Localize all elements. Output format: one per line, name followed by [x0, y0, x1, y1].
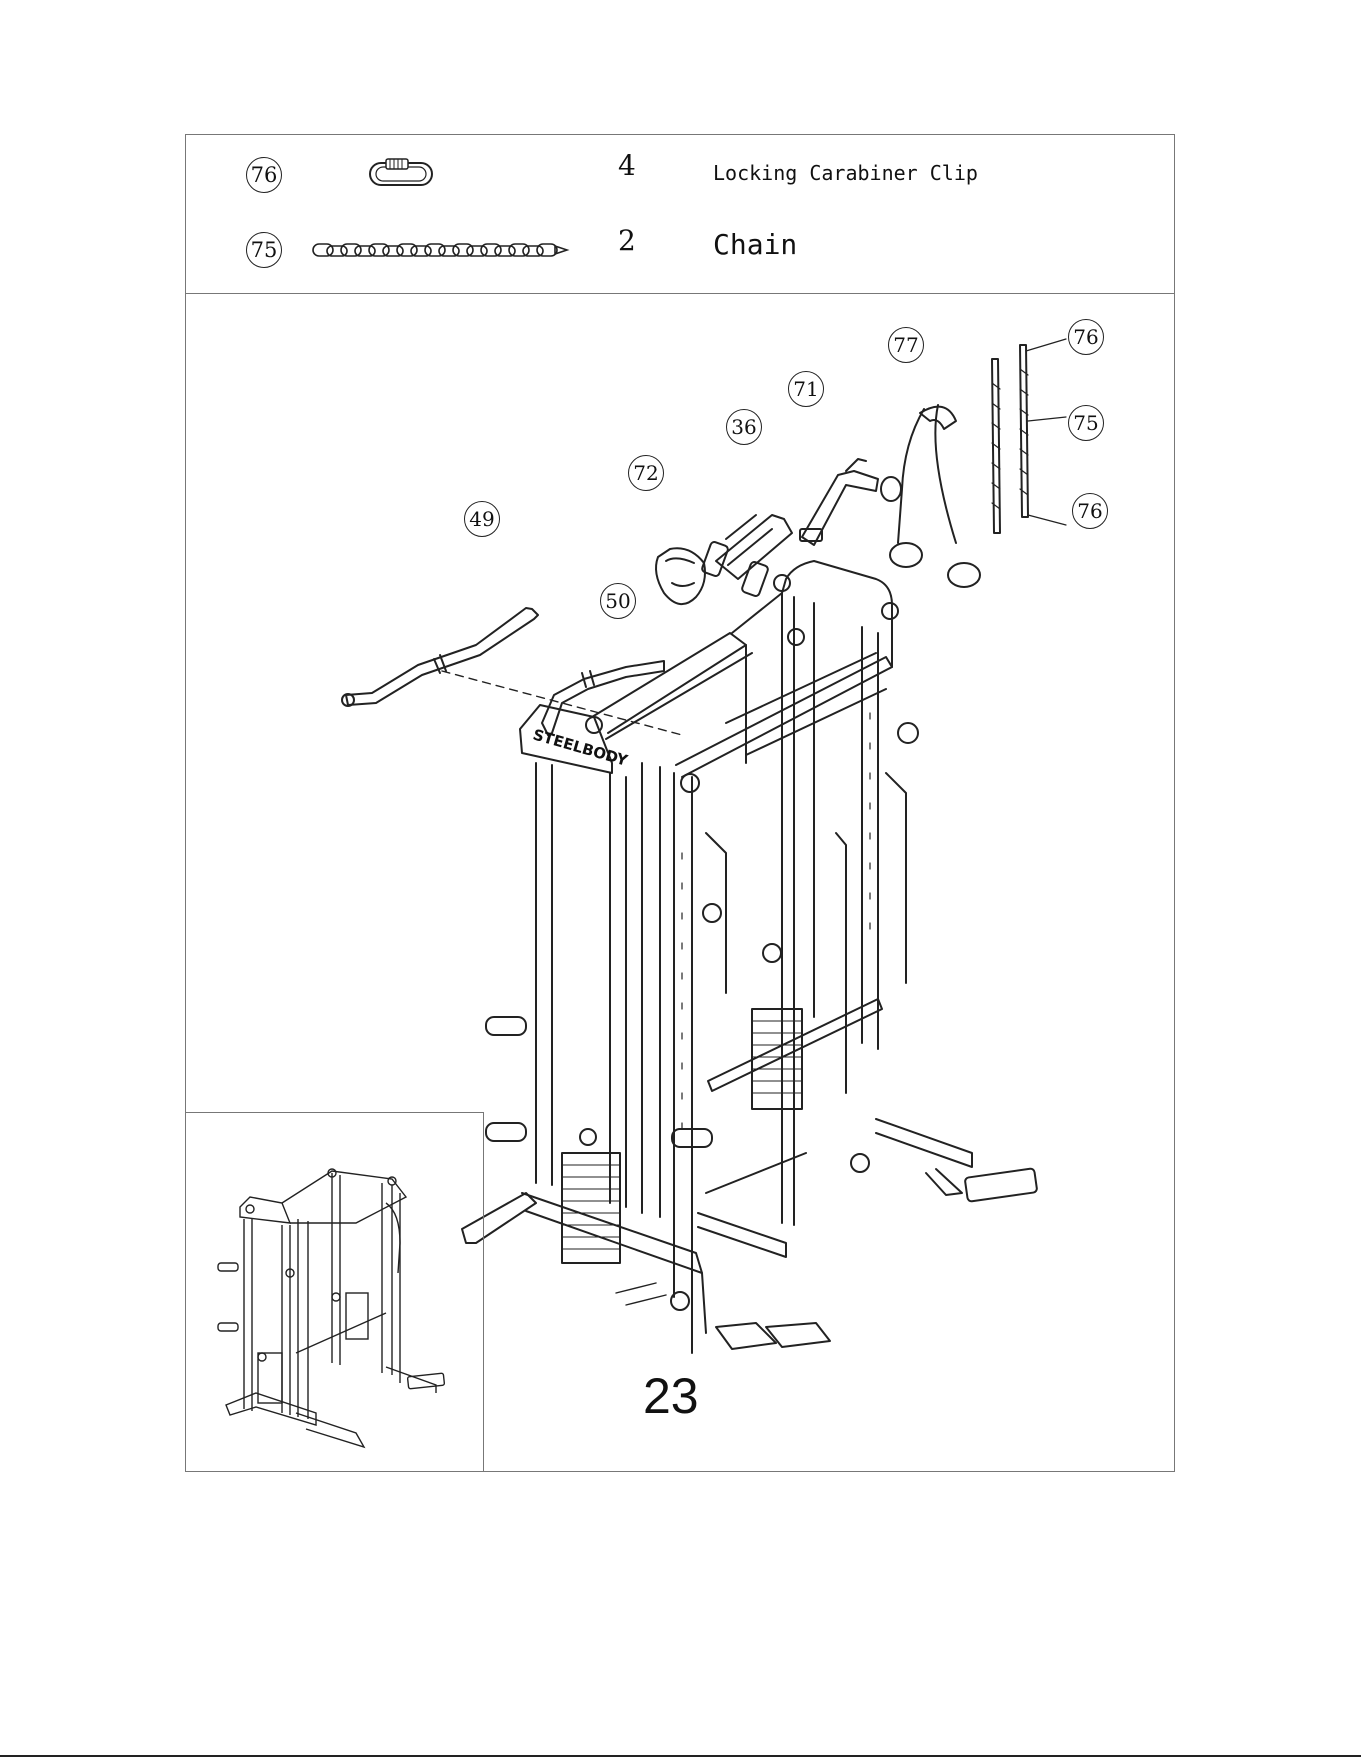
tricep-rope-77	[890, 405, 980, 587]
ankle-strap-72	[656, 548, 705, 604]
chains-75	[992, 339, 1066, 533]
parts-row-chain: 75 2 Chain	[186, 220, 1174, 280]
short-bar-50	[542, 661, 664, 735]
step-number: 23	[643, 1367, 699, 1425]
parts-row-carabiner: 76 4 Locking Carabiner Clip	[186, 145, 1174, 205]
manual-page-frame: 76 4 Locking Carabiner Clip 75	[185, 134, 1175, 1472]
part-number-badge: 76	[246, 157, 282, 193]
callout-71: 71	[788, 371, 824, 407]
chain-icon	[311, 236, 571, 266]
part-description: Chain	[713, 228, 797, 261]
parts-table: 76 4 Locking Carabiner Clip 75	[186, 135, 1174, 294]
callout-72: 72	[628, 455, 664, 491]
callout-75: 75	[1068, 405, 1104, 441]
part-quantity: 4	[618, 149, 636, 182]
inset-illustration	[186, 1113, 482, 1471]
machine-frame	[462, 561, 1037, 1353]
part-number-badge: 75	[246, 232, 282, 268]
callout-36: 36	[726, 409, 762, 445]
part-quantity: 2	[618, 224, 636, 257]
callout-49: 49	[464, 501, 500, 537]
carabiner-icon	[366, 151, 446, 195]
lat-bar-49	[342, 608, 538, 706]
callout-50: 50	[600, 583, 636, 619]
completed-machine-inset	[186, 1112, 484, 1472]
callout-76-top: 76	[1068, 319, 1104, 355]
part-description: Locking Carabiner Clip	[713, 161, 978, 185]
callout-76-bottom: 76	[1072, 493, 1108, 529]
page-bottom-rule	[0, 1755, 1361, 1757]
callout-77: 77	[888, 327, 924, 363]
single-handle-71	[800, 459, 901, 545]
row-handle-36	[701, 515, 792, 597]
